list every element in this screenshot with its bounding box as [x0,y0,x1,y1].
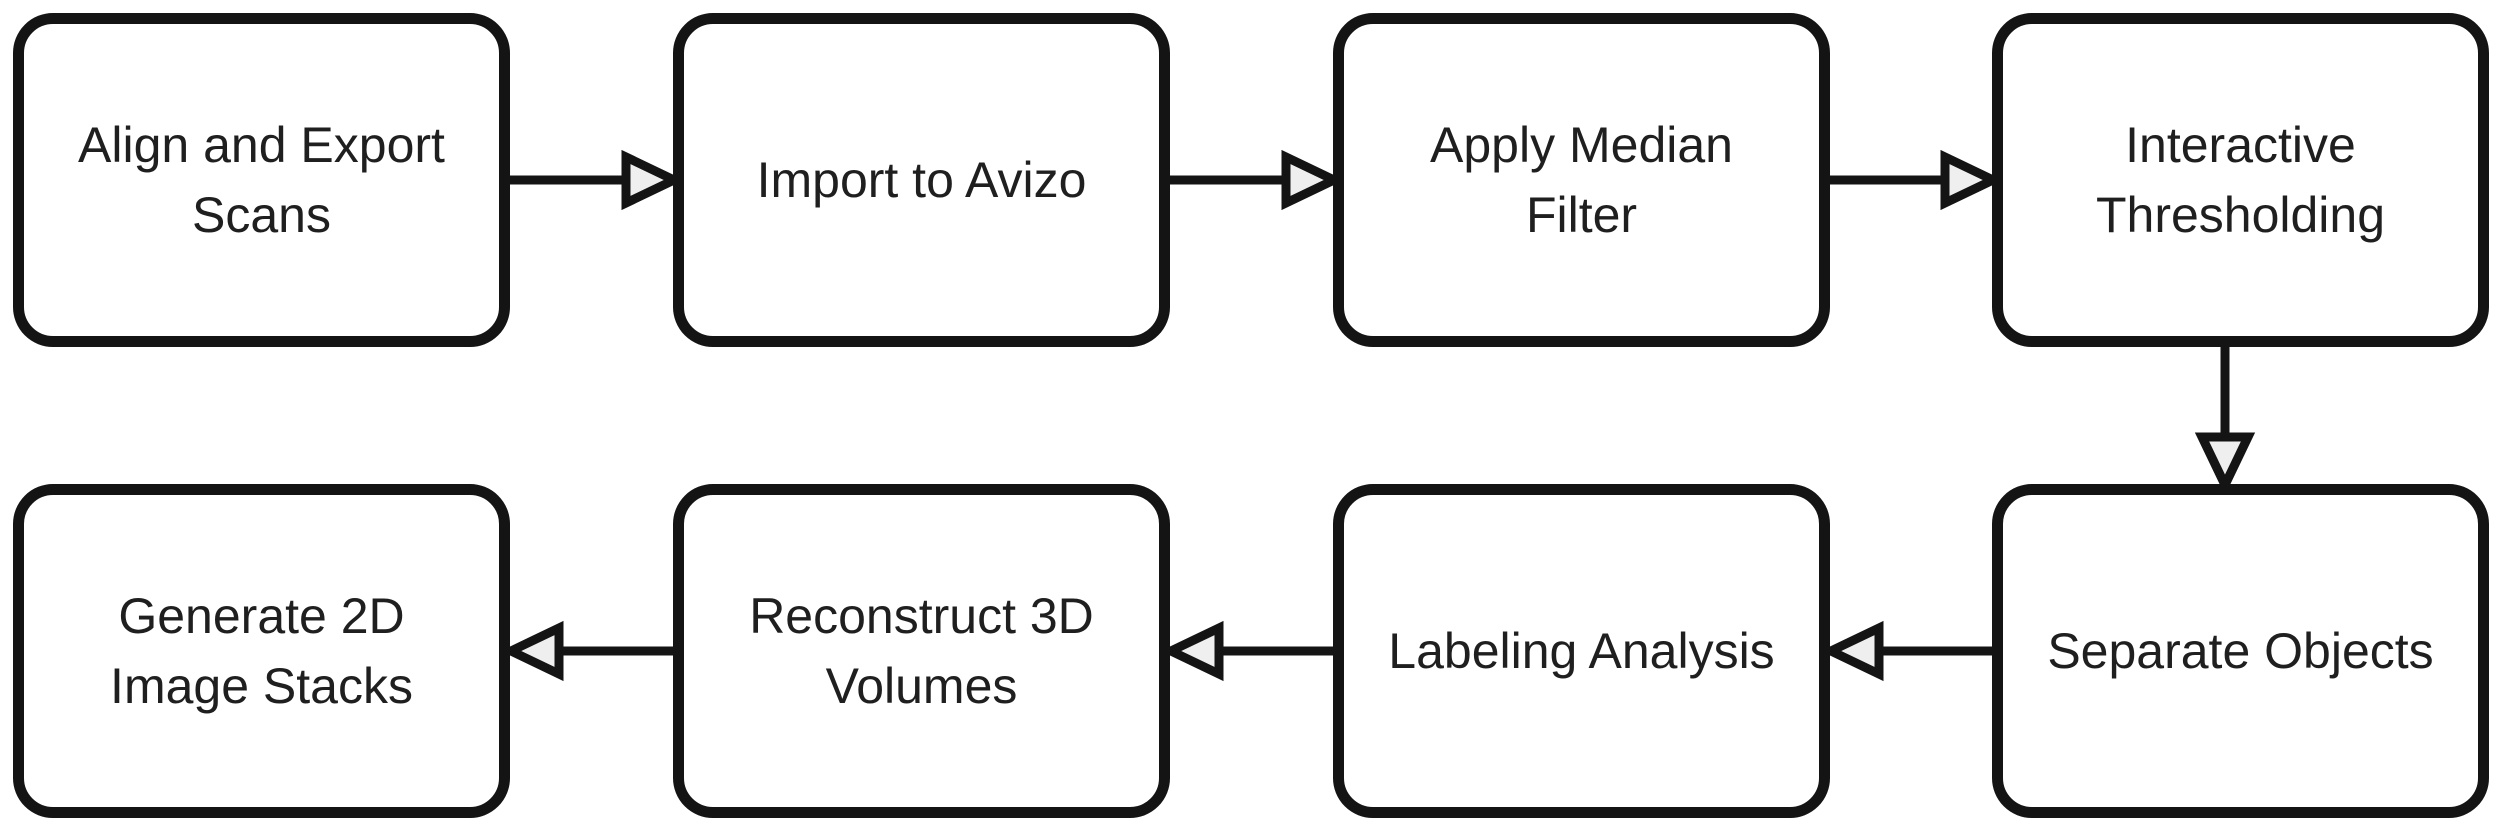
flow-node-labeling-analysis: Labeling Analysis [1333,484,1830,818]
node-label-import-to-avizo: Import to Avizo [756,152,1087,208]
node-label-separate-objects: Separate Objects [2047,623,2434,679]
flow-node-interactive-thresholding: Interactive Thresholding [1992,13,2489,347]
node-label-generate-2d-image-stacks: Generate 2D Image Stacks [110,588,413,714]
arrow-median-to-thresholding [1826,149,2004,211]
arrow-separate-to-labeling [1820,620,1999,682]
arrow-import-to-median [1166,149,1345,211]
flow-node-import-to-avizo: Import to Avizo [673,13,1170,347]
node-label-reconstruct-3d-volumes: Reconstruct 3D Volumes [749,588,1094,714]
arrow-align-to-import [506,149,685,211]
node-label-interactive-thresholding: Interactive Thresholding [2095,117,2386,243]
flow-node-apply-median-filter: Apply Median Filter [1333,13,1830,347]
flow-node-align-and-export-scans: Align and Export Scans [13,13,510,347]
arrow-labeling-to-reconstruct [1160,620,1339,682]
flow-node-generate-2d-image-stacks: Generate 2D Image Stacks [13,484,510,818]
arrow-thresholding-to-separate [2194,343,2256,496]
node-label-apply-median-filter: Apply Median Filter [1430,117,1733,243]
arrow-reconstruct-to-generate [500,620,679,682]
node-label-align-and-export-scans: Align and Export Scans [78,117,445,243]
node-label-labeling-analysis: Labeling Analysis [1388,623,1775,679]
flow-node-separate-objects: Separate Objects [1992,484,2489,818]
flow-node-reconstruct-3d-volumes: Reconstruct 3D Volumes [673,484,1170,818]
